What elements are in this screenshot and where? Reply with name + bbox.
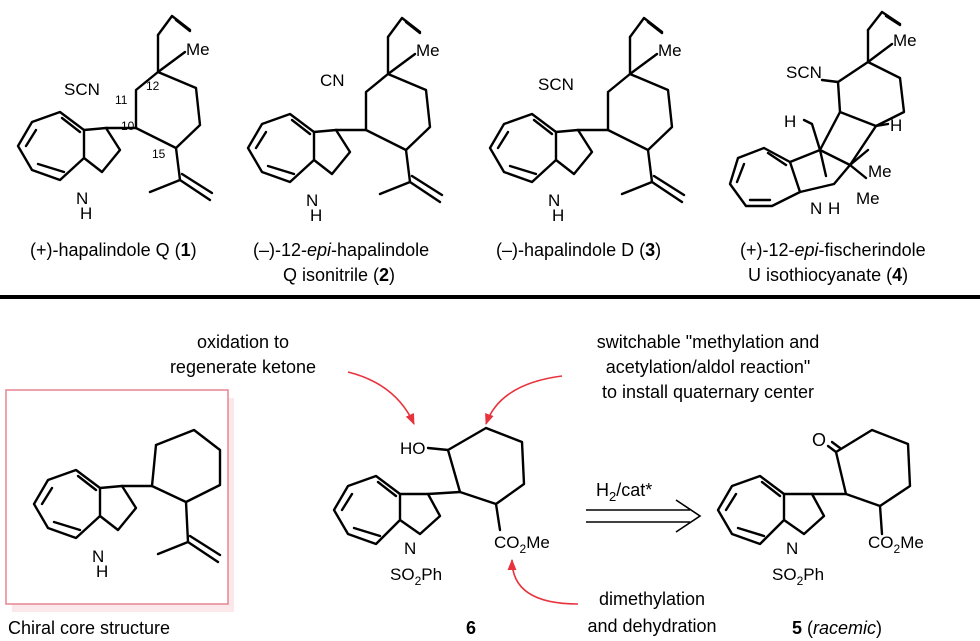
compound-5-bonds bbox=[716, 428, 912, 546]
compound-2-caption-line2: Q isonitrile (2) bbox=[283, 265, 395, 285]
compound-5-structure: O N SO2Ph CO2Me 5 (racemic) bbox=[716, 428, 924, 638]
chiral-core-bonds bbox=[32, 428, 222, 564]
compound-1-n-label: N bbox=[76, 189, 88, 208]
chiral-core-caption: Chiral core structure bbox=[8, 618, 170, 638]
compound-6-ester-label: CO2Me bbox=[494, 533, 550, 556]
compound-3-caption: (–)-hapalindole D (3) bbox=[496, 240, 661, 260]
compound-4-h2-label: H bbox=[890, 116, 902, 135]
compound-1-me-label: Me bbox=[186, 40, 210, 59]
compound-4-me-label: Me bbox=[893, 31, 917, 50]
compound-4-scn-label: SCN bbox=[786, 63, 822, 82]
annotation-oxidation-arrow bbox=[347, 371, 415, 426]
annotation-switchable-line1: switchable "methylation and bbox=[597, 332, 820, 352]
compound-1-h-label: H bbox=[80, 204, 92, 223]
compound-2-caption-line1: (–)-12-epi-hapalindole bbox=[253, 240, 429, 260]
compound-6-structure: HO N SO2Ph CO2Me 6 bbox=[332, 426, 550, 638]
compound-5-n-label: N bbox=[786, 539, 798, 558]
compound-1-locant-12: 12 bbox=[146, 79, 160, 93]
annotation-switchable: switchable "methylation and acetylation/… bbox=[485, 332, 820, 426]
compound-6-number: 6 bbox=[466, 618, 476, 638]
compound-3-scn-label: SCN bbox=[538, 75, 574, 94]
annotation-dimethylation: dimethylation and dehydration bbox=[507, 558, 717, 636]
compound-1-structure: SCN 11 12 10 15 Me N H (+)-hapalindole Q… bbox=[16, 14, 214, 260]
compound-4-caption-line2: U isothiocyanate (4) bbox=[748, 265, 908, 285]
compound-1-locant-10: 10 bbox=[121, 119, 135, 133]
annotation-switchable-arrow bbox=[485, 375, 563, 426]
chiral-core-box: N H bbox=[5, 389, 234, 612]
compound-1-scn-label: SCN bbox=[64, 80, 100, 99]
compound-6-n-label: N bbox=[404, 539, 416, 558]
chiral-core-n-label: N bbox=[92, 547, 104, 566]
annotation-oxidation: oxidation to regenerate ketone bbox=[170, 332, 415, 426]
compound-5-so2ph-label: SO2Ph bbox=[772, 565, 824, 588]
reaction-reagent-label: H2/cat* bbox=[596, 480, 652, 504]
compound-5-ester-label: CO2Me bbox=[868, 533, 924, 556]
compound-1-bonds bbox=[16, 14, 214, 202]
annotation-dimethylation-arrow bbox=[507, 558, 579, 605]
compound-3-n-label: N bbox=[548, 191, 560, 210]
compound-3-h-label: H bbox=[552, 206, 564, 225]
compound-4-structure: SCN Me H H Me Me N H (+)-12-epi-fischeri… bbox=[728, 10, 926, 285]
compound-1-locant-11: 11 bbox=[115, 93, 128, 107]
annotation-dimethylation-line1: dimethylation bbox=[599, 589, 705, 609]
compound-4-h-label: H bbox=[828, 199, 840, 218]
compound-4-bonds bbox=[728, 10, 906, 208]
compound-4-caption-line1: (+)-12-epi-fischerindole bbox=[740, 240, 926, 260]
compound-4-me3-label: Me bbox=[856, 189, 880, 208]
compound-4-n-label: N bbox=[810, 199, 822, 218]
compound-2-structure: CN Me N H (–)-12-epi-hapalindole Q isoni… bbox=[246, 16, 444, 285]
annotation-oxidation-line1: oxidation to bbox=[197, 332, 289, 352]
compound-2-h-label: H bbox=[310, 206, 322, 225]
compound-6-bonds bbox=[332, 426, 526, 546]
compound-6-so2ph-label: SO2Ph bbox=[390, 565, 442, 588]
compound-1-caption: (+)-hapalindole Q (1) bbox=[30, 240, 197, 260]
compound-5-caption: 5 (racemic) bbox=[792, 618, 882, 638]
compound-3-bonds bbox=[488, 16, 686, 204]
chiral-core-frame bbox=[5, 389, 229, 605]
compound-2-bonds bbox=[246, 16, 444, 204]
compound-2-cn-label: CN bbox=[320, 71, 345, 90]
compound-2-me-label: Me bbox=[416, 41, 440, 60]
compound-5-o-label: O bbox=[812, 430, 826, 450]
annotation-dimethylation-line2: and dehydration bbox=[587, 616, 716, 636]
compound-3-me-label: Me bbox=[658, 41, 682, 60]
annotation-switchable-line2: acetylation/aldol reaction" bbox=[606, 357, 811, 377]
compound-2-n-label: N bbox=[306, 191, 318, 210]
compound-3-structure: SCN Me N H (–)-hapalindole D (3) bbox=[488, 16, 686, 260]
chiral-core-h-label: H bbox=[96, 562, 108, 581]
annotation-oxidation-line2: regenerate ketone bbox=[170, 357, 316, 377]
compound-1-locant-15: 15 bbox=[152, 147, 166, 161]
reaction-arrow: H2/cat* bbox=[586, 480, 702, 533]
compound-4-h1-label: H bbox=[784, 112, 796, 131]
annotation-switchable-line3: to install quaternary center bbox=[602, 382, 814, 402]
compound-4-me2-label: Me bbox=[868, 162, 892, 181]
compound-6-ho-label: HO bbox=[400, 439, 426, 458]
